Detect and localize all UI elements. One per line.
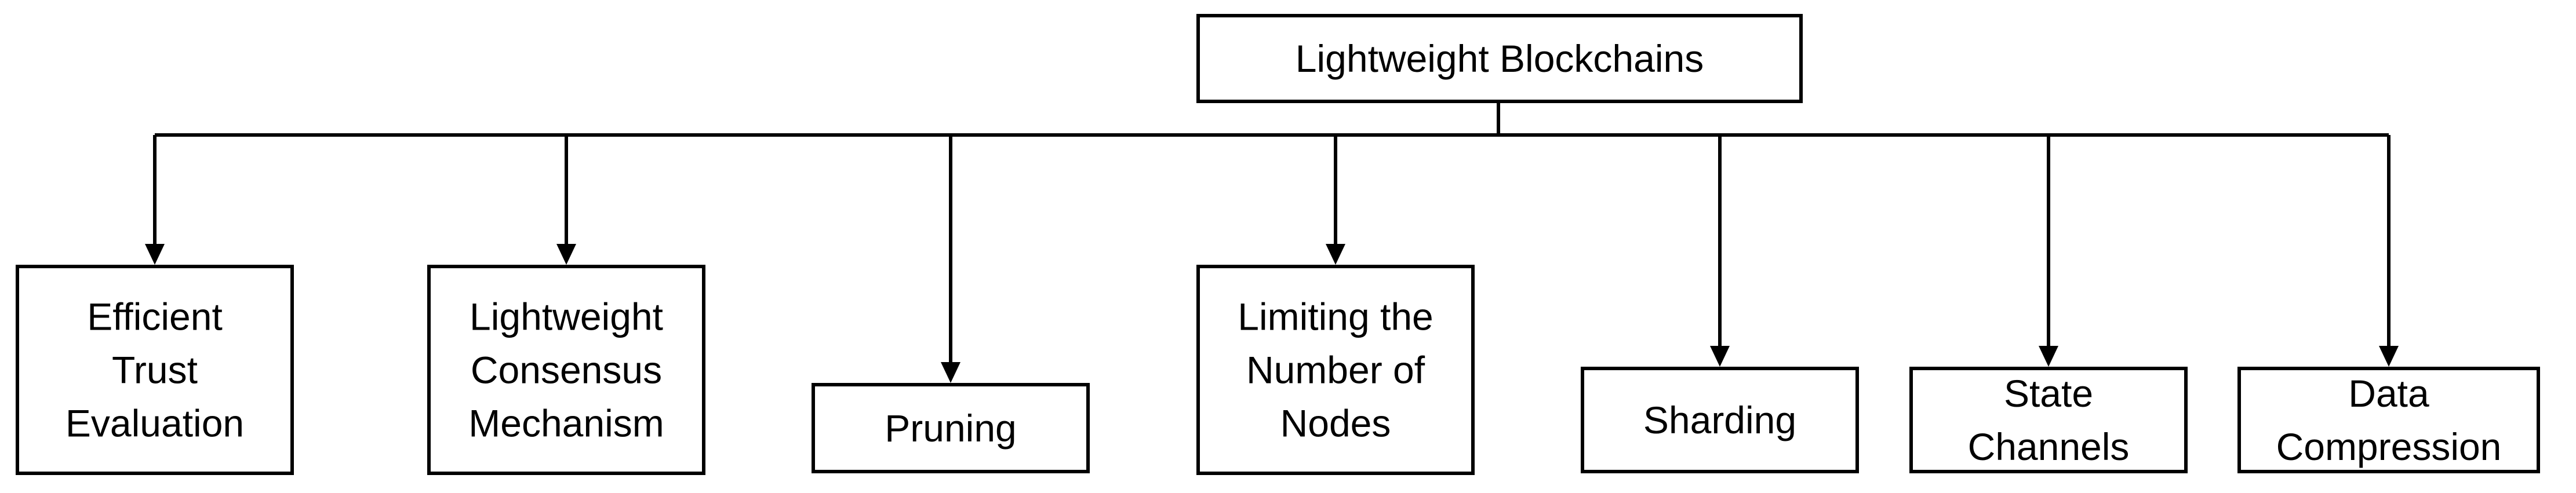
node-box-data-compression (2237, 367, 2540, 473)
node-label-limiting-the-number-of-nodes-line-3: Nodes (1280, 402, 1391, 445)
arrowhead-data-compression (2379, 346, 2399, 367)
root-node-box (1196, 14, 1803, 103)
node-sharding: Sharding (1581, 367, 1859, 473)
node-box-efficient-trust-evaluation (16, 265, 294, 475)
root-node-label: Lightweight Blockchains (1296, 37, 1704, 80)
arrowhead-efficient-trust-evaluation (145, 244, 165, 265)
node-label-sharding-line-1: Sharding (1643, 399, 1796, 441)
node-label-lightweight-consensus-mechanism-line-3: Mechanism (468, 402, 664, 445)
arrowhead-limiting-the-number-of-nodes (1326, 244, 1345, 265)
node-label-efficient-trust-evaluation-line-3: Evaluation (66, 402, 244, 445)
node-box-lightweight-consensus-mechanism (427, 265, 705, 475)
arrowhead-state-channels (2039, 346, 2058, 367)
node-label-state-channels-line-1: State (2004, 372, 2093, 415)
node-box-limiting-the-number-of-nodes (1196, 265, 1475, 475)
node-label-data-compression-line-2: Compression (2276, 425, 2502, 468)
node-label-pruning-line-1: Pruning (885, 407, 1017, 450)
arrowhead-sharding (1710, 346, 1730, 367)
node-label-data-compression-line-1: Data (2348, 372, 2429, 415)
node-label-efficient-trust-evaluation-line-2: Trust (112, 349, 198, 392)
node-label-state-channels-line-2: Channels (1968, 425, 2130, 468)
arrowhead-lightweight-consensus-mechanism (556, 244, 576, 265)
node-label-limiting-the-number-of-nodes-line-1: Limiting the (1238, 295, 1433, 338)
node-label-efficient-trust-evaluation-line-1: Efficient (87, 295, 223, 338)
node-label-limiting-the-number-of-nodes-line-2: Number of (1246, 349, 1425, 392)
node-box-pruning (812, 383, 1090, 473)
node-box-state-channels (1909, 367, 2188, 473)
node-pruning: Pruning (812, 383, 1090, 473)
connector-lines (145, 101, 2399, 383)
arrowhead-pruning (941, 362, 960, 383)
node-label-lightweight-consensus-mechanism-line-1: Lightweight (470, 295, 663, 338)
diagram-nodes: Lightweight Blockchains EfficientTrustEv… (16, 14, 2540, 475)
root-node: Lightweight Blockchains (1196, 14, 1803, 103)
node-box-sharding (1581, 367, 1859, 473)
node-label-lightweight-consensus-mechanism-line-2: Consensus (471, 349, 662, 392)
